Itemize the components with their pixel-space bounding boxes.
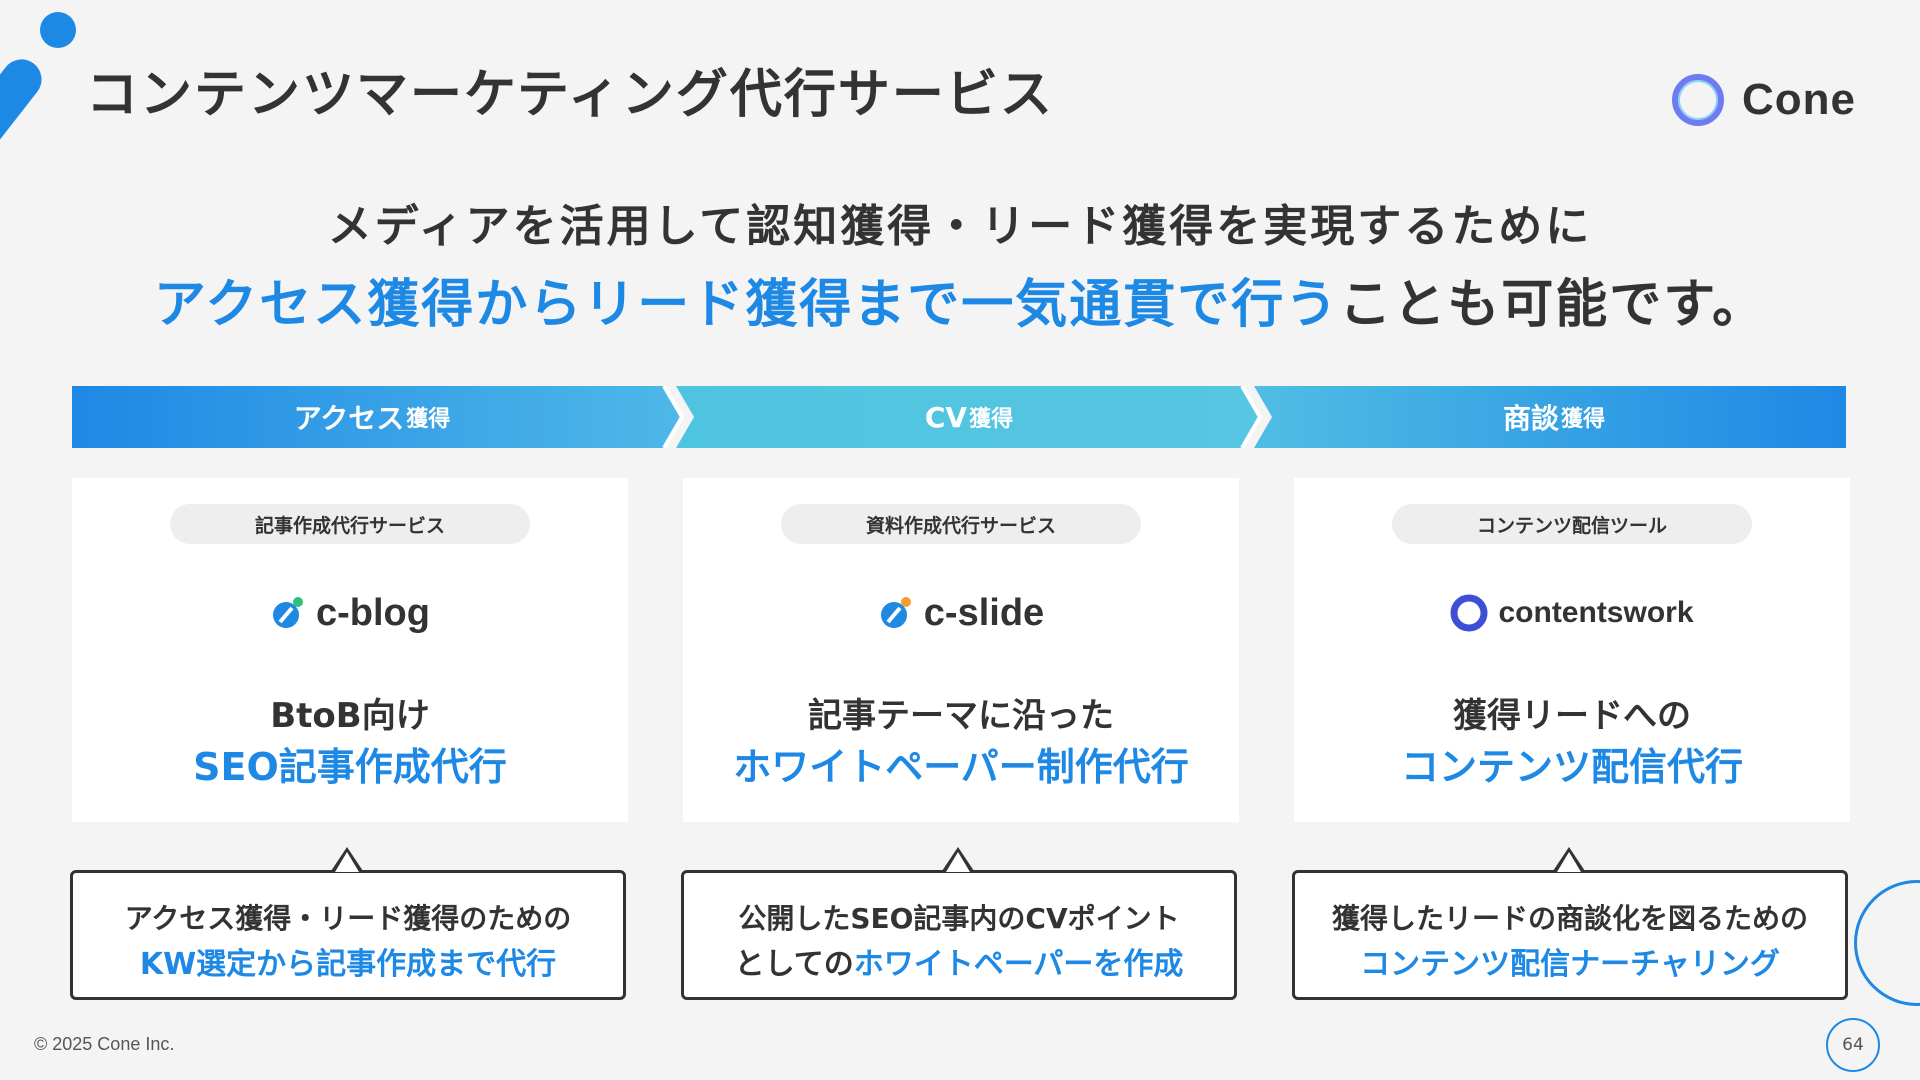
step-arrow-2 xyxy=(676,386,1260,448)
step-arrow-1 xyxy=(72,386,682,448)
callout-pointer xyxy=(1553,847,1585,872)
callout-line-1: 公開したSEO記事内のCVポイント xyxy=(738,902,1180,935)
decorative-ring xyxy=(1854,880,1920,1006)
callout-box-2: 公開したSEO記事内のCVポイント としてのホワイトペーパーを作成 xyxy=(681,847,1237,1000)
callout-line-1: アクセス獲得・リード獲得のための xyxy=(124,902,572,935)
step-arrows xyxy=(72,386,1846,448)
callout-line-1: 獲得したリードの商談化を図るための xyxy=(1331,902,1808,935)
callout-box-3: 獲得したリードの商談化を図るための コンテンツ配信ナーチャリング xyxy=(1292,847,1848,1000)
brand-logo: Cone xyxy=(1672,72,1856,128)
page-number: 64 xyxy=(1826,1018,1880,1072)
service-category-pill: 資料作成代行サービス xyxy=(781,504,1141,544)
card-subtitle: 獲得リードへの xyxy=(1453,696,1691,736)
callout-line-2: KW選定から記事作成まで代行 xyxy=(139,947,557,982)
brand-name: Cone xyxy=(1742,75,1856,124)
decorative-dot xyxy=(40,12,76,48)
callout-line-2: コンテンツ配信ナーチャリング xyxy=(1360,947,1780,982)
service-logo: c-blog xyxy=(72,588,628,638)
service-card-contentswork: コンテンツ配信ツール contentswork 獲得リードへの コンテンツ配信代… xyxy=(1294,478,1850,822)
service-category-pill: コンテンツ配信ツール xyxy=(1392,504,1752,544)
callout-line-2: としてのホワイトペーパーを作成 xyxy=(734,947,1184,982)
card-subtitle: 記事テーマに沿った xyxy=(808,696,1114,736)
service-card-cslide: 資料作成代行サービス c-slide 記事テーマに沿った ホワイトペーパー制作代… xyxy=(683,478,1239,822)
step-label-meeting: 商談獲得 xyxy=(1502,402,1606,435)
service-card-cblog: 記事作成代行サービス c-blog BtoB向け SEO記事作成代行 xyxy=(72,478,628,822)
copyright: © 2025 Cone Inc. xyxy=(34,1034,175,1054)
c-blog-icon xyxy=(273,597,303,628)
service-logo: contentswork xyxy=(1294,588,1850,638)
card-headline: SEO記事作成代行 xyxy=(193,745,507,789)
c-slide-icon xyxy=(880,597,911,628)
callout-box-1: アクセス獲得・リード獲得のための KW選定から記事作成まで代行 xyxy=(70,847,626,1000)
step-arrow-3 xyxy=(1254,386,1846,448)
lead-rest: ことも可能です。 xyxy=(1339,275,1767,335)
callout-pointer xyxy=(331,847,363,872)
service-category-pill: 記事作成代行サービス xyxy=(170,504,530,544)
lead-line-1: メディアを活用して認知獲得・リード獲得を実現するために xyxy=(327,201,1593,252)
card-headline: ホワイトペーパー制作代行 xyxy=(733,745,1189,789)
card-subtitle: BtoB向け xyxy=(270,696,430,736)
page-title: コンテンツマーケティング代行サービス xyxy=(86,65,1054,125)
service-logo: c-slide xyxy=(683,588,1239,638)
step-label-access: アクセス獲得 xyxy=(293,402,451,435)
lead-highlight: アクセス獲得からリード獲得まで一気通貫で行う xyxy=(153,275,1340,335)
cone-ring-logo-icon xyxy=(1672,74,1724,126)
contentswork-icon xyxy=(1450,594,1488,632)
card-headline: コンテンツ配信代行 xyxy=(1400,745,1743,789)
callout-pointer xyxy=(942,847,974,872)
decorative-bar xyxy=(0,51,50,163)
lead-line-2: アクセス獲得からリード獲得まで一気通貫で行うことも可能です。 xyxy=(0,262,1920,337)
